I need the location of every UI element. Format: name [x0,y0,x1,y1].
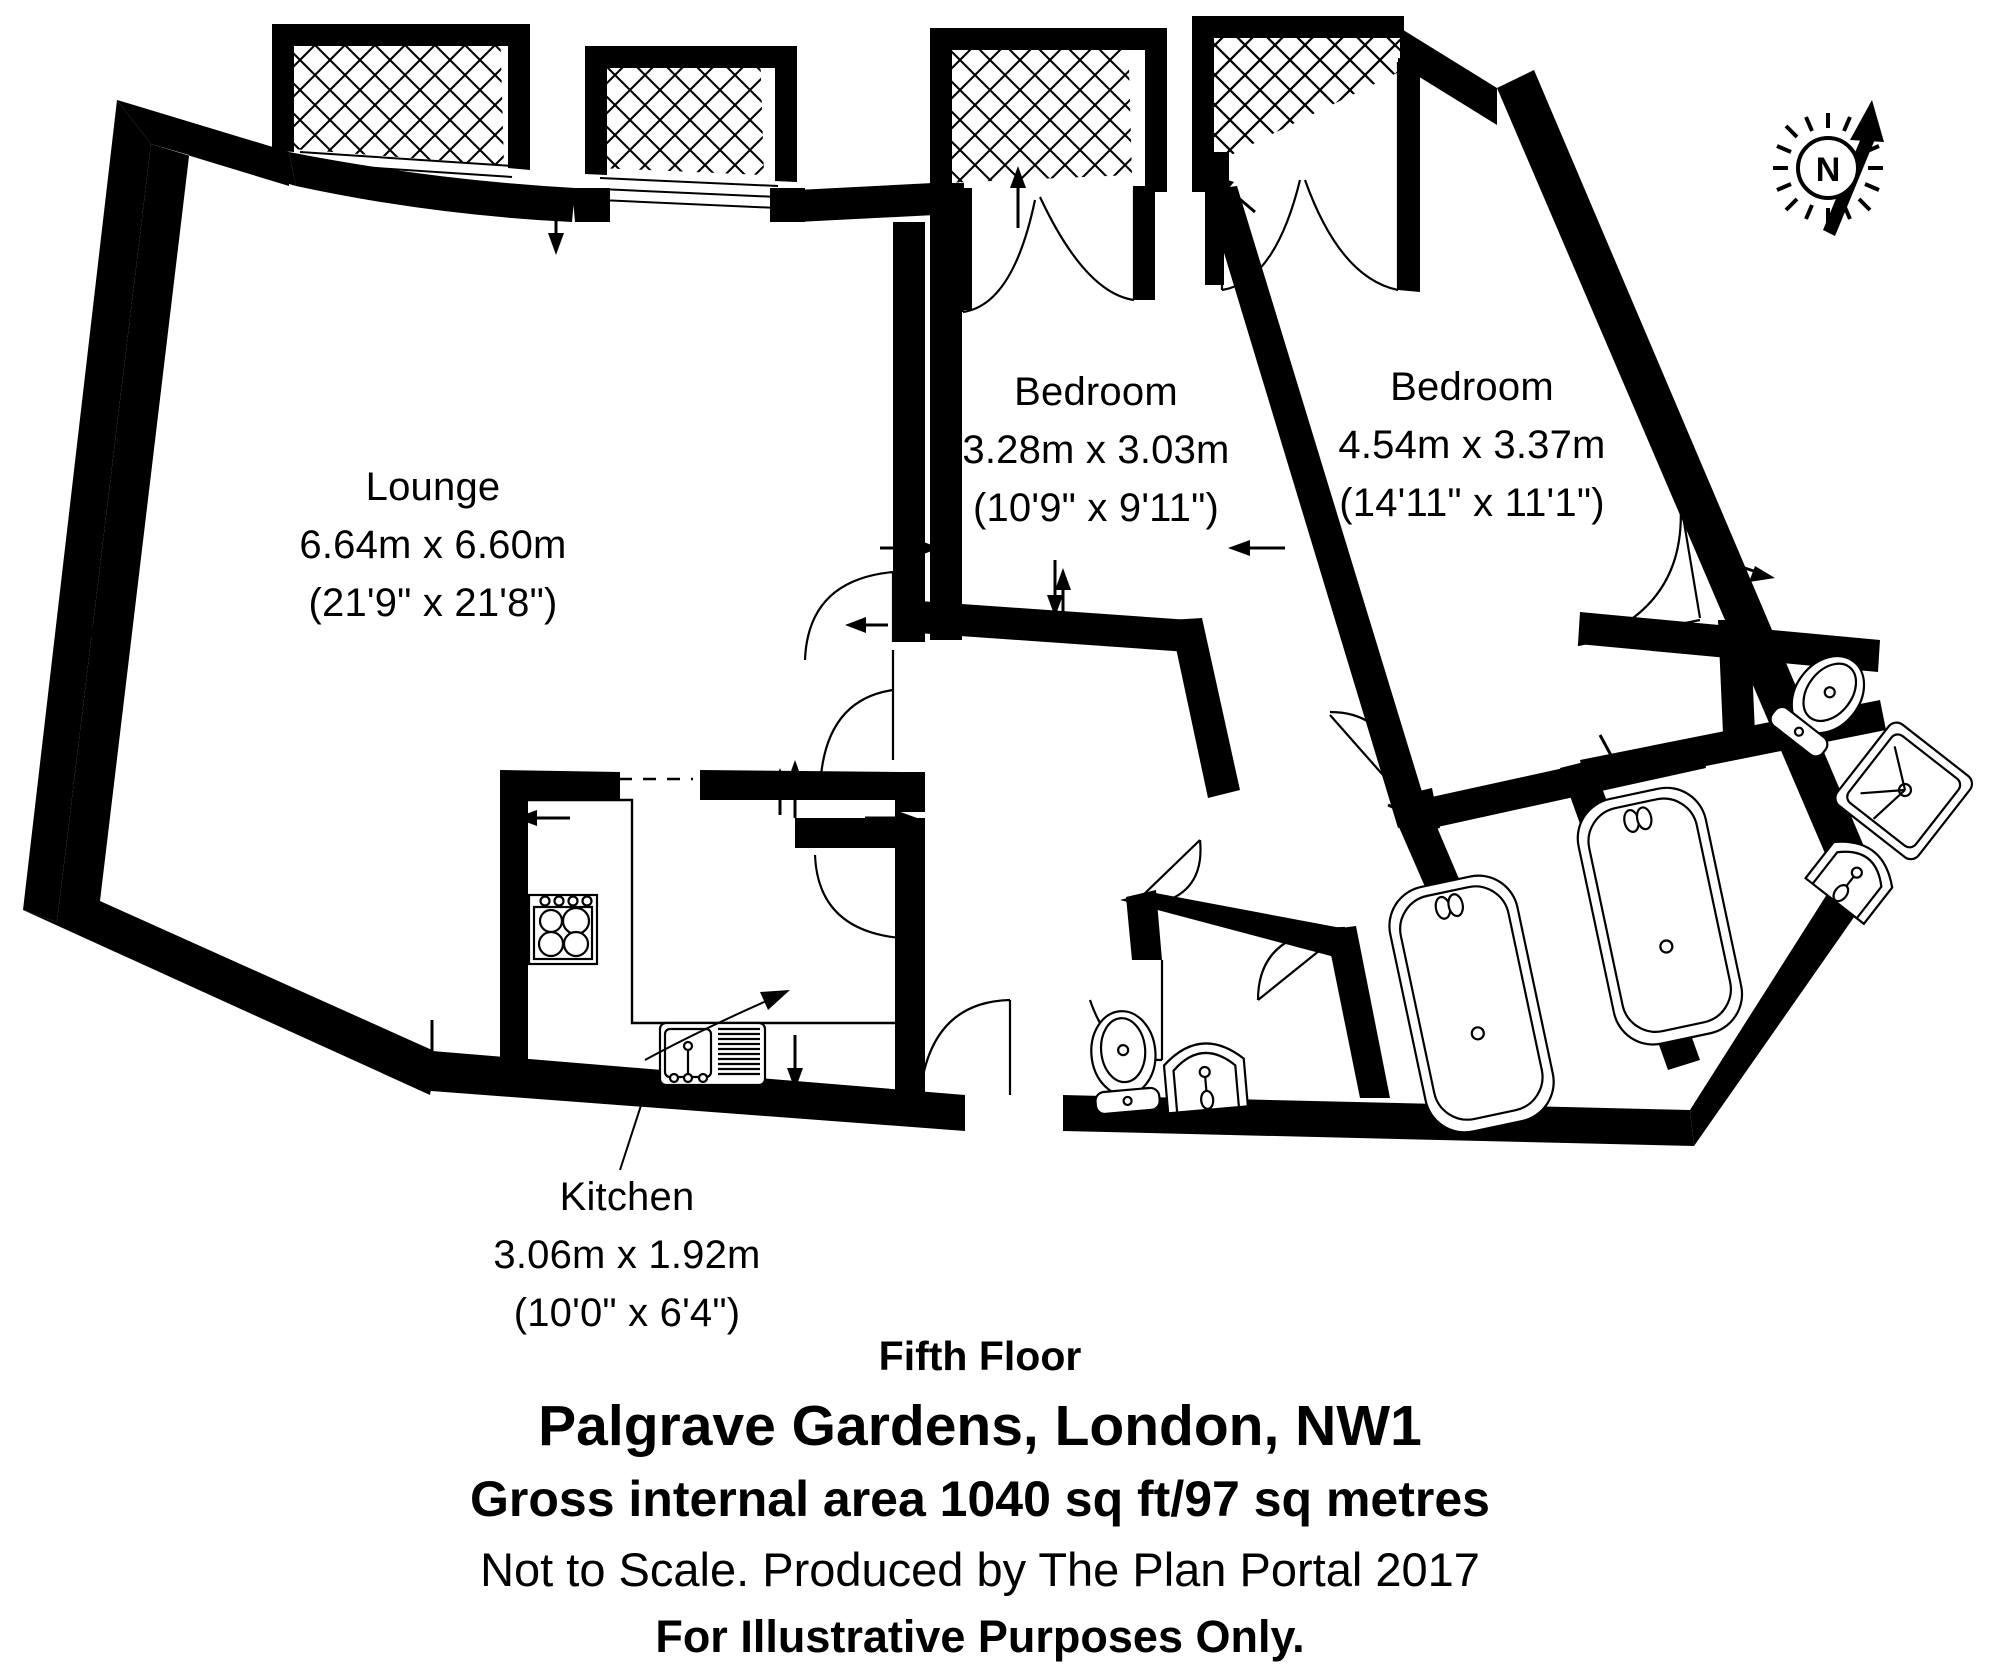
room-label-lounge: Lounge 6.64m x 6.60m (21'9" x 21'8") [299,465,566,625]
bay-window-3 [930,28,1167,192]
lounge-name: Lounge [366,465,501,509]
bathroom-fixtures [1090,655,1974,1134]
title-block: Fifth Floor Palgrave Gardens, London, NW… [470,1333,1490,1662]
kitchen-name: Kitchen [560,1175,695,1219]
bedroom2-imperial: (14'11" x 11'1") [1339,481,1605,525]
lounge-metric: 6.64m x 6.60m [299,523,566,567]
address-label: Palgrave Gardens, London, NW1 [538,1394,1422,1458]
bath-icon-1 [1388,874,1555,1134]
bedroom1-name: Bedroom [1014,370,1178,414]
basin-icon-2 [1803,840,1894,926]
jamb-bed2-right [1398,58,1420,292]
bay-window-4 [1192,16,1404,170]
kitchen-imperial: (10'0" x 6'4") [514,1291,741,1335]
basin-icon-1 [1162,1042,1250,1115]
scale-note: Not to Scale. Produced by The Plan Porta… [480,1543,1480,1596]
toilet-icon-2 [1769,655,1866,758]
doors [803,62,1702,1096]
hob-icon [527,893,599,966]
room-label-kitchen: Kitchen 3.06m x 1.92m (10'0" x 6'4") [493,1175,760,1335]
bedroom2-metric: 4.54m x 3.37m [1338,423,1605,467]
shower-tray-icon [1834,721,1974,861]
jamb-bed1-right [1133,186,1155,300]
lounge-imperial: (21'9" x 21'8") [308,581,557,625]
toilet-icon-1 [1090,1010,1161,1116]
dimension-arrows [78,166,1775,1090]
compass-rose: N [1773,100,1884,236]
kitchen-metric: 3.06m x 1.92m [493,1233,760,1277]
wall-curve-left [289,152,575,222]
area-label: Gross internal area 1040 sq ft/97 sq met… [470,1471,1490,1527]
bedroom1-metric: 3.28m x 3.03m [962,428,1229,472]
floor-label: Fifth Floor [879,1333,1082,1379]
kitchen-fixtures [527,777,896,1171]
bay-window-1 [272,24,530,189]
bath-icon-2 [1576,786,1744,1046]
compass-label: N [1816,151,1841,189]
wall-segment-mid [797,183,935,222]
room-label-bedroom-2: Bedroom 4.54m x 3.37m (14'11" x 11'1") [1338,365,1605,525]
bay-window-2 [572,46,805,222]
room-label-bedroom-1: Bedroom 3.28m x 3.03m (10'9" x 9'11") [962,370,1229,530]
sink-icon [658,1021,767,1087]
disclaimer-label: For Illustrative Purposes Only. [655,1611,1304,1662]
bedroom1-imperial: (10'9" x 9'11") [973,486,1219,530]
bedroom2-name: Bedroom [1390,365,1554,409]
